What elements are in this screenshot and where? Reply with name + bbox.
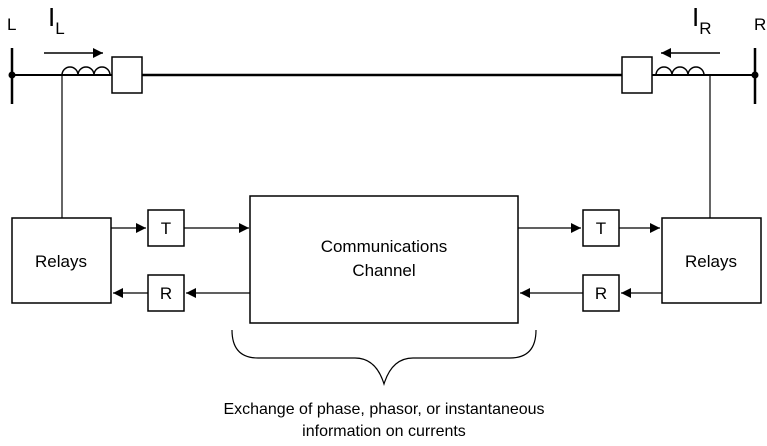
left-relays-label: Relays: [35, 252, 87, 271]
left-receiver-label: R: [160, 284, 172, 303]
right-relays-box: [661, 217, 762, 304]
caption-line2: information on currents: [302, 423, 466, 440]
left-breaker: [111, 56, 143, 94]
right-current-transformer-icon: [655, 66, 705, 76]
channel-label-line2: Channel: [352, 261, 415, 280]
right-receiver-label: R: [595, 284, 607, 303]
communications-channel-box: [249, 195, 519, 324]
left-current-label: IL: [48, 2, 65, 38]
caption-line1: Exchange of phase, phasor, or instantane…: [223, 401, 544, 418]
curly-brace: [231, 329, 537, 387]
left-bus-label: L: [7, 15, 16, 34]
right-bus-label: R: [754, 15, 766, 34]
left-relays-box: [11, 217, 112, 304]
right-relays-label: Relays: [685, 252, 737, 271]
channel-label-line1: Communications: [321, 237, 448, 256]
left-receiver-box: [147, 274, 185, 312]
right-transmitter-label: T: [596, 219, 606, 238]
left-current-transformer-icon: [61, 66, 111, 76]
right-breaker: [621, 56, 653, 94]
right-transmitter-box: [582, 209, 620, 247]
right-current-label: IR: [692, 2, 712, 38]
left-transmitter-label: T: [161, 219, 171, 238]
